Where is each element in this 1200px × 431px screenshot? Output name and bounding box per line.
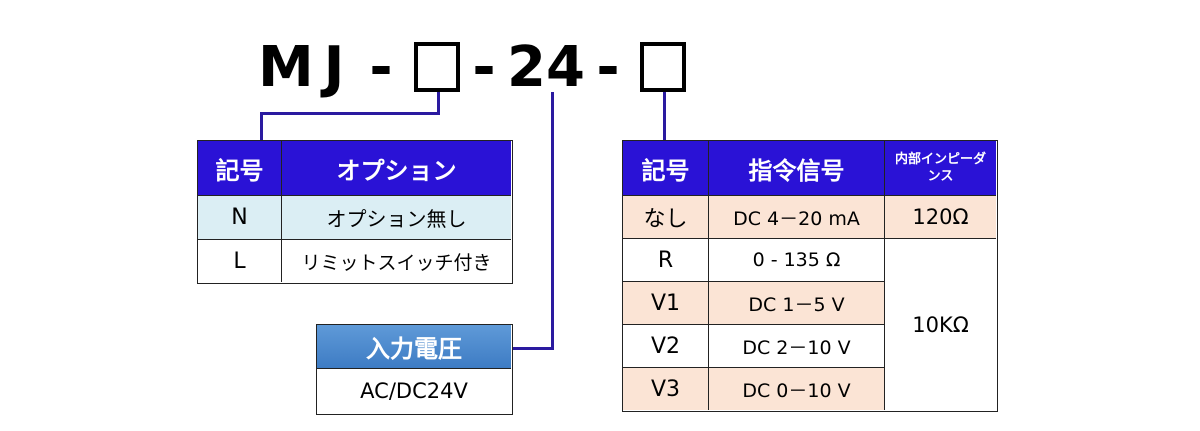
signal-header-signal: 指令信号 xyxy=(709,141,885,196)
impedance-current: 120Ω xyxy=(885,196,996,239)
signal-row-signal: DC 2－10 V xyxy=(709,325,885,368)
voltage-value: AC/DC24V xyxy=(317,369,511,413)
signal-table: 記号 指令信号 内部インピーダンス なし DC 4－20 mA 120Ω R 0… xyxy=(622,140,998,412)
signal-connector-vertical xyxy=(663,92,666,142)
model-dash-3: - xyxy=(596,35,620,100)
model-dash-2: - xyxy=(472,35,496,100)
signal-row-code: V2 xyxy=(623,325,709,368)
signal-row-code: V1 xyxy=(623,282,709,325)
option-connector-vertical-top xyxy=(437,92,440,114)
model-letter-m: M xyxy=(258,35,314,100)
option-header-option: オプション xyxy=(282,141,511,196)
signal-row-signal: DC 1－5 V xyxy=(709,282,885,325)
signal-row-code: V3 xyxy=(623,368,709,410)
option-header-code: 記号 xyxy=(198,141,282,196)
signal-header-code: 記号 xyxy=(623,141,709,196)
model-dash-1: - xyxy=(369,35,393,100)
signal-row-signal: DC 0－10 V xyxy=(709,368,885,410)
signal-row-code: R xyxy=(623,239,709,282)
option-connector-horizontal xyxy=(260,112,440,115)
option-table: 記号 オプション N オプション無し L リミットスイッチ付き xyxy=(197,140,513,284)
option-row-code: N xyxy=(198,196,282,240)
impedance-voltage: 10KΩ xyxy=(885,239,996,410)
option-row-option: オプション無し xyxy=(282,196,511,240)
option-row-option: リミットスイッチ付き xyxy=(282,240,511,282)
option-row-code: L xyxy=(198,240,282,282)
voltage-code: 24 xyxy=(507,35,585,100)
voltage-table: 入力電圧 AC/DC24V xyxy=(316,324,513,415)
voltage-connector-vertical xyxy=(551,92,554,350)
model-letter-j: J xyxy=(323,35,345,100)
voltage-header: 入力電圧 xyxy=(317,325,511,369)
signal-row-signal: 0 - 135 Ω xyxy=(709,239,885,282)
signal-row-code: なし xyxy=(623,196,709,239)
voltage-connector-horizontal xyxy=(513,347,554,350)
option-connector-vertical-down xyxy=(260,112,263,142)
signal-row-signal: DC 4－20 mA xyxy=(709,196,885,239)
option-code-box xyxy=(414,42,460,92)
signal-code-box xyxy=(640,42,686,92)
signal-header-impedance: 内部インピーダンス xyxy=(885,141,996,196)
